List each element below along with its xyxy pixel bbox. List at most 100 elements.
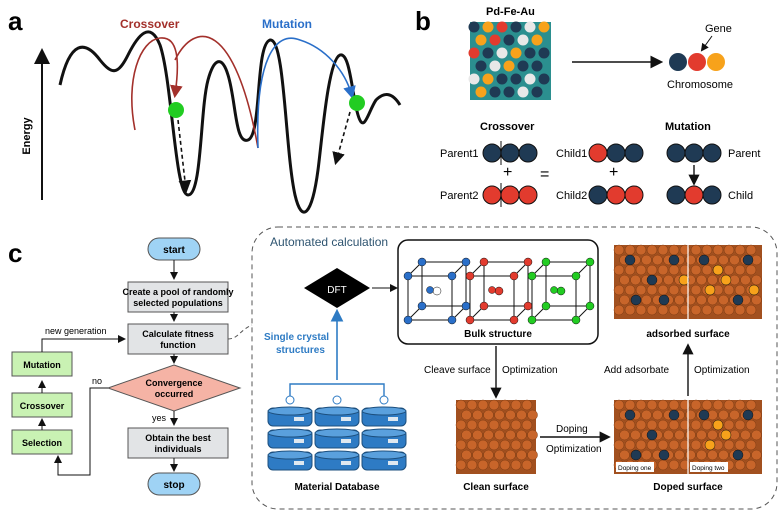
adsorbed-atom bbox=[619, 294, 630, 306]
c2-gene-1 bbox=[588, 185, 608, 205]
doped-atom bbox=[641, 409, 652, 421]
clean-atom bbox=[516, 409, 527, 421]
clean-atom bbox=[461, 429, 472, 441]
clean-atom bbox=[455, 439, 467, 451]
doped-atom bbox=[740, 429, 751, 441]
clean-atom bbox=[499, 459, 511, 471]
doped-atom bbox=[701, 419, 713, 431]
optimization-1-label: Optimization bbox=[502, 365, 558, 376]
lattice-center-atom bbox=[494, 286, 504, 296]
doped-atom bbox=[635, 419, 647, 431]
doped-atom-dopant bbox=[646, 429, 658, 441]
adsorbed-atom bbox=[641, 294, 652, 306]
db-slot bbox=[341, 417, 351, 421]
clean-atom bbox=[472, 449, 483, 461]
adsorbed-atom bbox=[729, 254, 740, 266]
dft-text: DFT bbox=[327, 285, 346, 296]
fitness-connector bbox=[227, 324, 253, 340]
doped-atom bbox=[668, 459, 680, 471]
best-node bbox=[127, 427, 229, 459]
mutation-label: Mutation bbox=[262, 17, 312, 31]
clean-atom bbox=[521, 439, 533, 451]
adsorbed-atom bbox=[613, 244, 625, 256]
alloy-title: Pd-Fe-Au bbox=[486, 6, 535, 18]
lattice-atom bbox=[523, 257, 533, 267]
doped-atom bbox=[729, 409, 740, 421]
lattice-center-atom bbox=[432, 286, 442, 296]
automated-region bbox=[251, 226, 778, 510]
best-text-2: individuals bbox=[154, 444, 201, 454]
alloy-atom bbox=[538, 47, 550, 59]
alloy-atom bbox=[531, 34, 543, 46]
alloy-atom bbox=[475, 34, 487, 46]
lattice-inner-atom bbox=[488, 286, 496, 294]
doped-atom bbox=[745, 459, 757, 471]
doped-atom bbox=[657, 419, 669, 431]
doped-atom bbox=[734, 439, 746, 451]
clean-atom bbox=[494, 429, 505, 441]
doped-atom bbox=[635, 399, 647, 411]
adsorbed-atom-dopant bbox=[742, 254, 754, 266]
alloy-atom bbox=[503, 86, 515, 98]
doped-atom-dopant bbox=[732, 449, 744, 461]
lattice-atom bbox=[479, 301, 489, 311]
panel-b: b Pd-Fe-Au Gene Chromosome Crossover Mut… bbox=[415, 6, 760, 207]
doped-atom bbox=[751, 449, 762, 461]
doping-label: Doping bbox=[556, 424, 588, 435]
automated-title: Automated calculation bbox=[270, 235, 388, 249]
clean-atom bbox=[499, 399, 511, 411]
mutation-node bbox=[11, 351, 73, 377]
alloy-atom bbox=[538, 21, 550, 33]
alloy-atoms bbox=[468, 21, 550, 98]
clean-atom bbox=[510, 419, 522, 431]
descent-arrow-2 bbox=[332, 111, 351, 166]
crossover-heading: Crossover bbox=[480, 121, 535, 133]
lattice-atom bbox=[527, 271, 537, 281]
child2-label: Child2 bbox=[556, 190, 587, 202]
doped-atom bbox=[619, 429, 630, 441]
alloy-atom bbox=[503, 60, 515, 72]
adsorbed-atom bbox=[646, 264, 658, 276]
lattice-atom bbox=[541, 301, 551, 311]
db-disk-top bbox=[267, 450, 313, 460]
lattice-atom bbox=[585, 257, 595, 267]
bulk-cubes bbox=[403, 257, 595, 325]
parent1-label: Parent1 bbox=[440, 148, 479, 160]
doped-atom bbox=[685, 409, 696, 421]
lattice-atom bbox=[465, 315, 475, 325]
convergence-node bbox=[106, 364, 242, 412]
crossover-label: Crossover bbox=[120, 17, 180, 31]
doping-one-tag bbox=[616, 462, 654, 472]
c1-gene-2 bbox=[606, 143, 626, 163]
p1-gene-1 bbox=[482, 143, 502, 163]
lattice-atom bbox=[403, 271, 413, 281]
alloy-atom bbox=[482, 73, 494, 85]
doped-atom-dopant bbox=[712, 419, 724, 431]
adsorbed-atom bbox=[646, 244, 658, 256]
doped-atom bbox=[745, 439, 757, 451]
fitness-text-2: function bbox=[160, 340, 196, 350]
db-disk-top bbox=[267, 428, 313, 438]
panel-a-label: a bbox=[8, 6, 23, 36]
adsorbed-atom bbox=[718, 294, 729, 306]
clean-atom bbox=[466, 439, 478, 451]
stop-node bbox=[147, 472, 201, 496]
doped-atom bbox=[613, 399, 625, 411]
panel-c-flowchart: c start Create a pool of randomly select… bbox=[8, 237, 253, 496]
doped-atom bbox=[696, 429, 707, 441]
lattice-atom bbox=[571, 315, 581, 325]
db-branch bbox=[289, 383, 385, 398]
chromosome-gene-2 bbox=[688, 53, 706, 71]
dft-node bbox=[304, 268, 370, 308]
mutation-text: Mutation bbox=[23, 360, 61, 370]
plus-2: + bbox=[609, 164, 618, 181]
best-text-1: Obtain the best bbox=[145, 433, 211, 443]
doped-atom bbox=[619, 449, 630, 461]
crossover-text: Crossover bbox=[20, 401, 65, 411]
lattice-atom bbox=[509, 271, 519, 281]
adsorbed-atom-dopant bbox=[748, 284, 760, 296]
clean-atom bbox=[505, 409, 516, 421]
doped-atom bbox=[723, 419, 735, 431]
clean-atom bbox=[521, 459, 533, 471]
adsorbed-atom bbox=[701, 244, 713, 256]
